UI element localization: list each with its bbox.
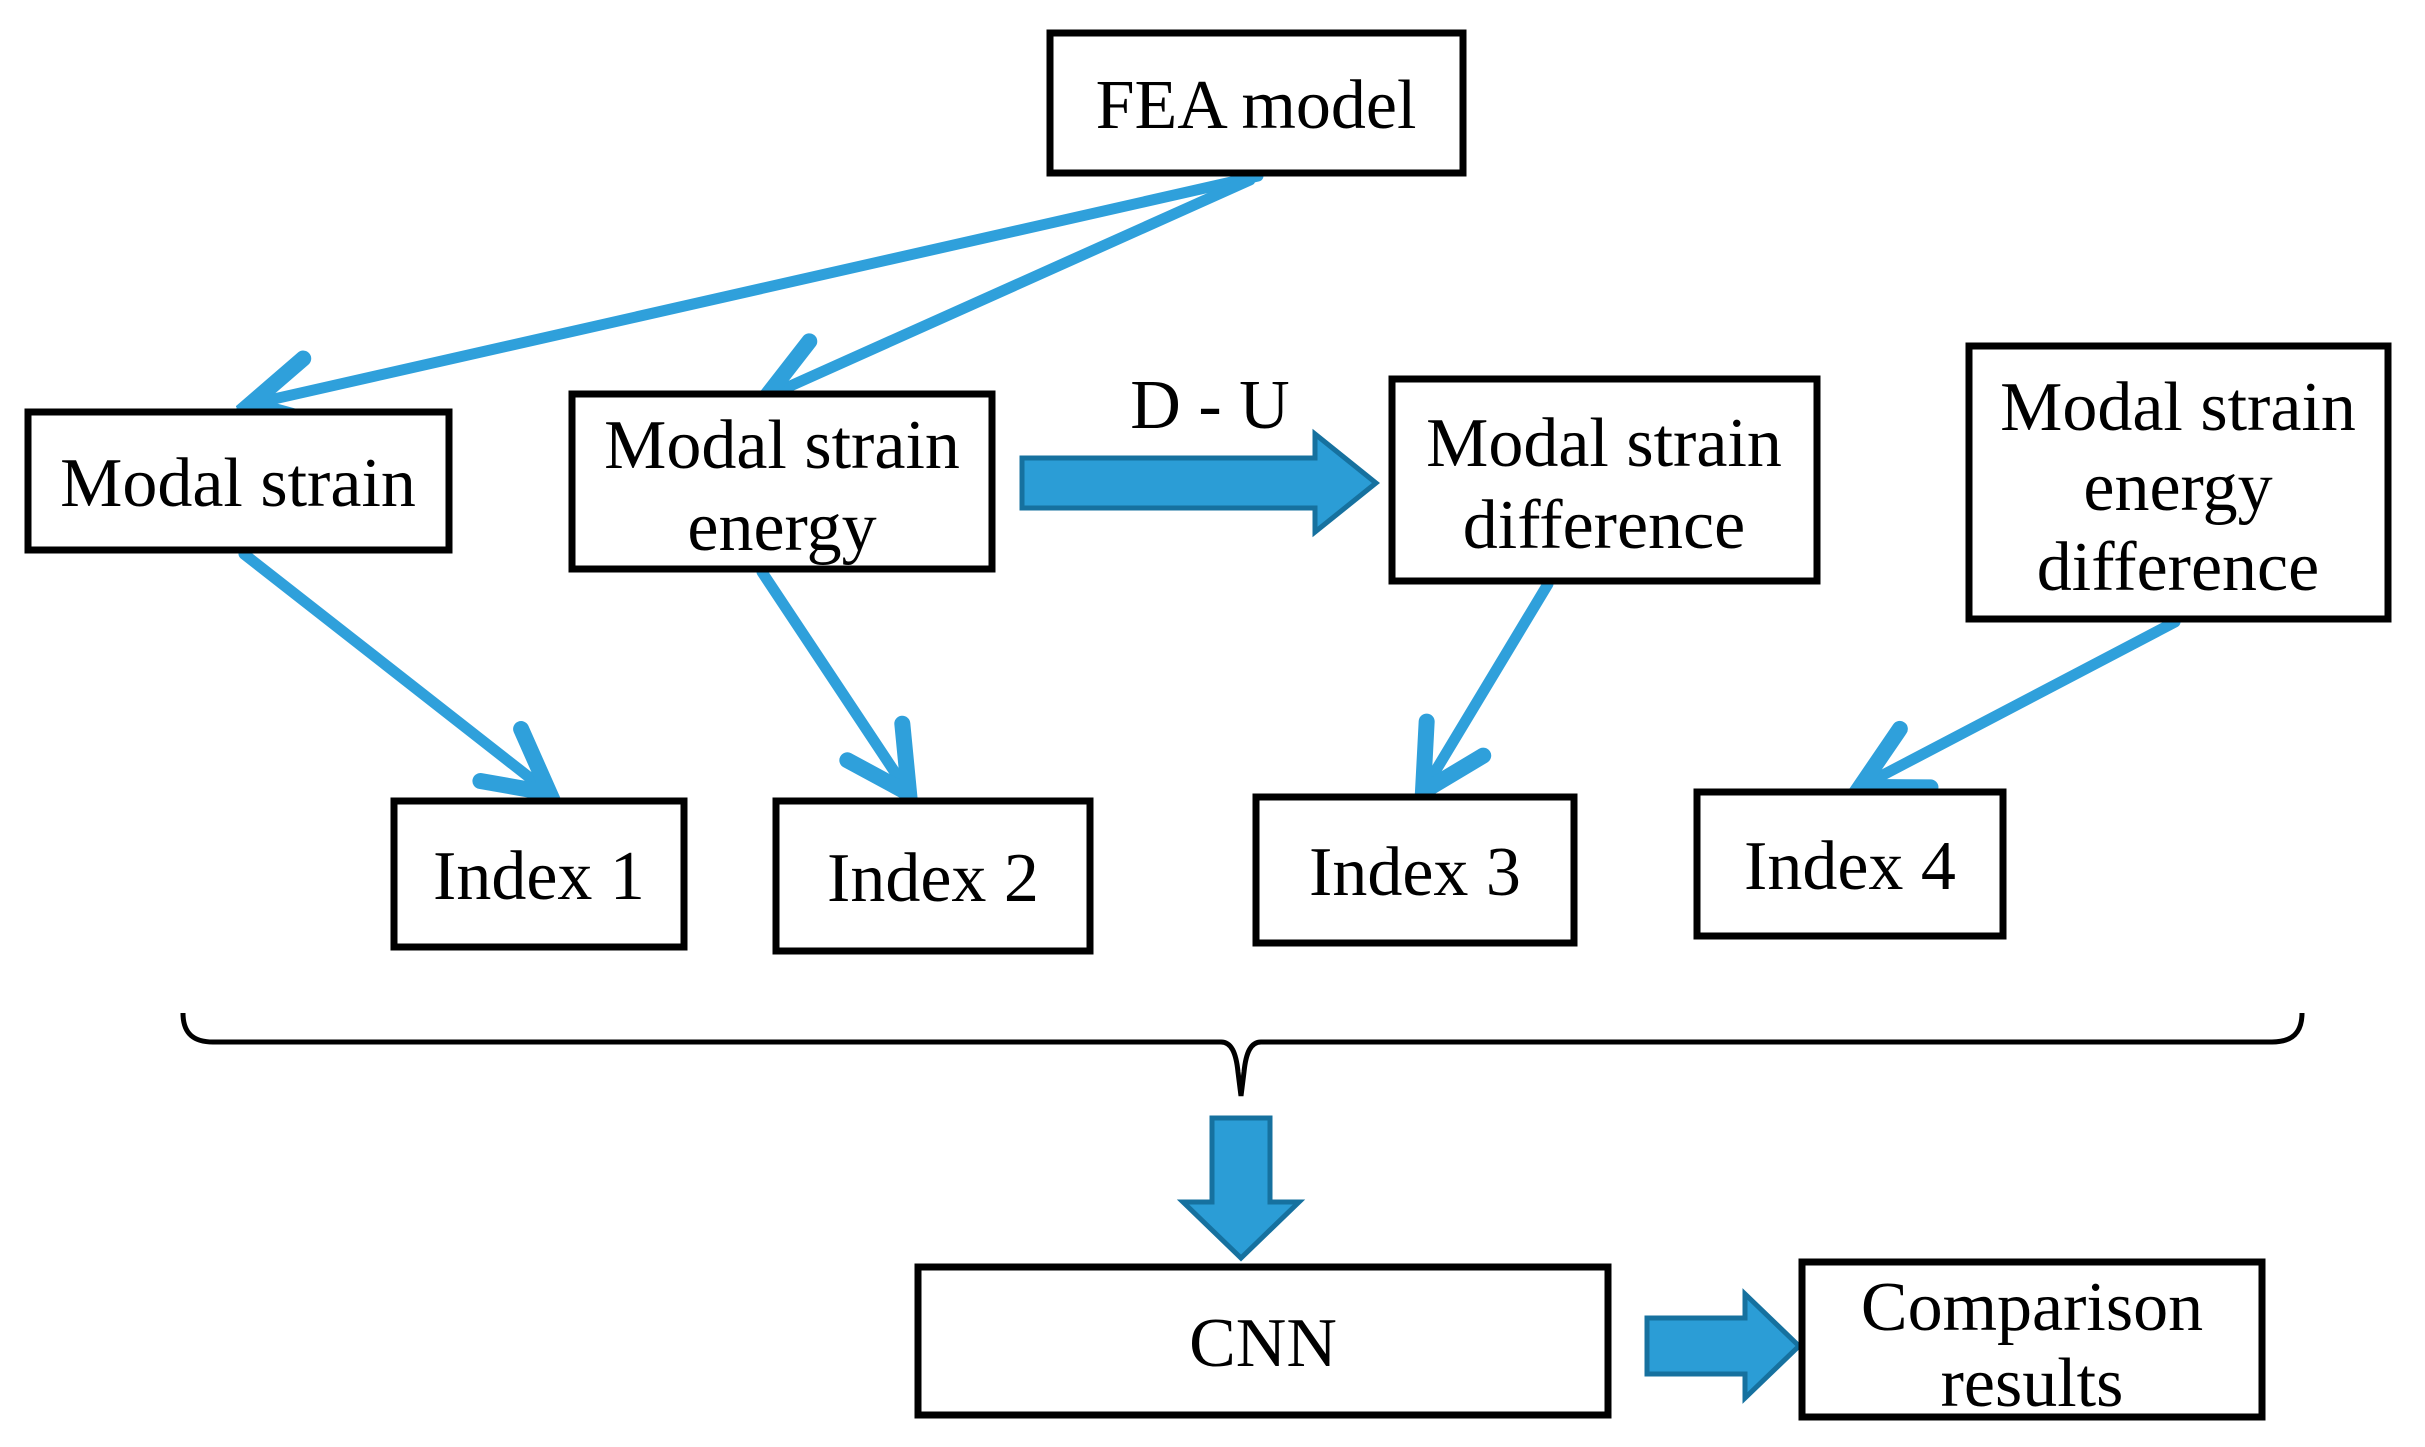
- block-arrow-down-to-cnn: [1176, 1115, 1306, 1262]
- node-comparison-results: Comparison results: [1798, 1258, 2266, 1422]
- index-1-box: [390, 797, 688, 951]
- index-3-box: [1252, 793, 1578, 947]
- block-arrow-cnn-to-comparison: [1644, 1288, 1803, 1404]
- modal-strain-difference-box: [1388, 375, 1821, 585]
- fea-model-box: [1046, 29, 1467, 177]
- index-4-label: Index 4: [1744, 828, 1956, 905]
- msed-line2: energy: [2083, 449, 2272, 526]
- block-arrows: [1019, 428, 1803, 1404]
- index-2-label: Index 2: [827, 840, 1039, 917]
- block-arrow-d-minus-u: [1019, 428, 1380, 538]
- comparison-results-box: [1798, 1258, 2266, 1421]
- underbrace: [180, 1012, 2305, 1097]
- arrow-msed-to-index4: [1862, 616, 2181, 786]
- fea-model-label: FEA model: [1096, 67, 1417, 144]
- modal-strain-difference-line1: Modal strain: [1426, 405, 1782, 482]
- node-index-4: Index 4: [1693, 788, 2007, 940]
- msed-line3: difference: [2037, 529, 2319, 606]
- node-index-1: Index 1: [390, 797, 688, 951]
- node-cnn: CNN: [914, 1263, 1612, 1419]
- arrow-modal-strain-difference-to-index3: [1424, 578, 1554, 790]
- cnn-box: [914, 1263, 1612, 1419]
- index-2-box: [772, 797, 1094, 955]
- index-4-box: [1693, 788, 2007, 940]
- comparison-results-line1: Comparison: [1861, 1269, 2203, 1346]
- modal-strain-energy-box: [568, 390, 996, 573]
- node-fea-model: FEA model: [1046, 29, 1467, 177]
- comparison-results-line2: results: [1941, 1345, 2124, 1422]
- arrow-modal-strain-to-index1: [238, 548, 548, 792]
- node-modal-strain-difference: Modal strain difference: [1388, 375, 1821, 585]
- modal-strain-box: [24, 408, 453, 554]
- node-index-2: Index 2: [772, 797, 1094, 955]
- arrow-fea-to-modal-strain: [252, 170, 1264, 404]
- cnn-label: CNN: [1189, 1305, 1337, 1382]
- connector-arrows: [238, 170, 2181, 792]
- modal-strain-energy-line2: energy: [687, 489, 876, 566]
- modal-strain-energy-line1: Modal strain: [604, 407, 960, 484]
- d-minus-u-label: D - U: [1130, 367, 1289, 444]
- index-1-label: Index 1: [433, 838, 645, 915]
- node-modal-strain-energy: Modal strain energy: [568, 390, 996, 573]
- index-3-label: Index 3: [1309, 834, 1521, 911]
- modal-strain-label: Modal strain: [60, 445, 416, 522]
- node-modal-strain: Modal strain: [24, 408, 453, 554]
- modal-strain-energy-difference-box: [1965, 342, 2392, 623]
- arrow-modal-strain-energy-to-index2: [756, 566, 908, 792]
- msed-line1: Modal strain: [2000, 369, 2356, 446]
- modal-strain-difference-line2: difference: [1463, 487, 1745, 564]
- node-index-3: Index 3: [1252, 793, 1578, 947]
- node-modal-strain-energy-difference: Modal strain energy difference: [1965, 342, 2392, 623]
- arrow-fea-to-modal-strain-energy: [768, 174, 1256, 396]
